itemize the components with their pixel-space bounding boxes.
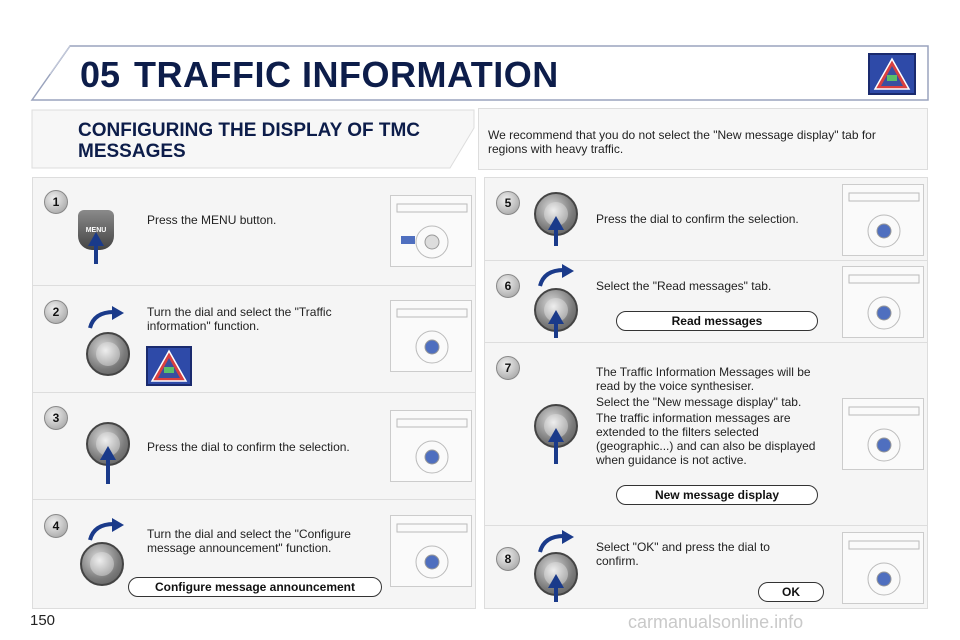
console-icon: [390, 300, 472, 372]
ok-button[interactable]: OK: [758, 582, 824, 602]
turn-arrow-icon: [88, 306, 124, 329]
step-number-6: 6: [496, 274, 520, 298]
step-text-3: Press the dial to confirm the selection.: [147, 440, 350, 454]
page-number: 150: [30, 612, 56, 629]
traffic-info-icon: [146, 346, 192, 386]
press-arrow-shaft: [106, 452, 110, 484]
console-icon: [390, 515, 472, 587]
console-dial-icon: [396, 418, 468, 474]
step-row-3: [32, 393, 476, 500]
chapter-number: 05: [80, 54, 121, 95]
press-arrow-icon: [548, 574, 564, 588]
console-icon: [842, 266, 924, 338]
press-arrow-icon: [548, 428, 564, 442]
step-number-4: 4: [44, 514, 68, 538]
console-dial-icon: [396, 308, 468, 364]
page-title: TRAFFIC INFORMATION: [134, 54, 559, 95]
section-title: CONFIGURING THE DISPLAY OF TMC MESSAGES: [78, 120, 421, 162]
turn-arrow-icon: [88, 518, 124, 541]
press-arrow-shaft: [554, 318, 558, 338]
console-icon: [390, 410, 472, 482]
step-text-6: Select the "Read messages" tab.: [596, 279, 772, 293]
press-arrow-shaft: [554, 222, 558, 246]
traffic-badge: [868, 53, 916, 95]
press-arrow-shaft: [554, 434, 558, 464]
console-icon: [390, 195, 472, 267]
press-arrow-shaft: [554, 580, 558, 602]
console-dial-icon: [396, 523, 468, 579]
step-number-7: 7: [496, 356, 520, 380]
section-frame: [31, 109, 475, 169]
step-row-2: [32, 286, 476, 393]
step-number-1: 1: [44, 190, 68, 214]
console-icon: [842, 398, 924, 470]
press-arrow-shaft: [94, 240, 98, 264]
step-number-3: 3: [44, 406, 68, 430]
step-text-5: Press the dial to confirm the selection.: [596, 212, 799, 226]
console-dial-icon: [848, 406, 920, 462]
traffic-warning-icon: [873, 57, 911, 90]
configure-message-announcement-tab[interactable]: Configure message announcement: [128, 577, 382, 597]
step-text-7b: Select the "New message display" tab.: [596, 395, 802, 409]
turn-arrow-icon: [538, 264, 574, 287]
console-dial-icon: [396, 203, 468, 259]
step-text-8: Select "OK" and press the dial to confir…: [596, 540, 770, 568]
step-row-7: [484, 343, 928, 526]
step-row-5: [484, 177, 928, 261]
press-arrow-icon: [100, 446, 116, 460]
press-arrow-icon: [88, 232, 104, 246]
press-arrow-icon: [548, 310, 564, 324]
console-dial-icon: [848, 540, 920, 596]
header-frame: [30, 45, 929, 101]
read-messages-tab[interactable]: Read messages: [616, 311, 818, 331]
step-text-2: Turn the dial and select the "Traffic in…: [147, 305, 332, 333]
watermark: carmanualsonline.info: [628, 612, 804, 632]
step-text-1: Press the MENU button.: [147, 213, 277, 227]
console-dial-icon: [848, 192, 920, 248]
step-number-8: 8: [496, 547, 520, 571]
turn-arrow-icon: [538, 530, 574, 553]
note-text: We recommend that you do not select the …: [488, 128, 876, 156]
rotary-dial[interactable]: [80, 542, 124, 586]
step-text-4: Turn the dial and select the "Configure …: [147, 527, 351, 555]
step-number-2: 2: [44, 300, 68, 324]
console-dial-icon: [848, 274, 920, 330]
step-row-1: [32, 177, 476, 286]
step-number-5: 5: [496, 191, 520, 215]
step-text-7a: The Traffic Information Messages will be…: [596, 365, 811, 393]
step-row-6: [484, 261, 928, 343]
rotary-dial[interactable]: [86, 332, 130, 376]
note-box: [478, 108, 928, 170]
new-message-display-tab[interactable]: New message display: [616, 485, 818, 505]
console-icon: [842, 532, 924, 604]
press-arrow-icon: [548, 216, 564, 230]
traffic-warning-icon: [150, 349, 188, 382]
step-text-7c: The traffic information messages are ext…: [596, 411, 816, 467]
console-icon: [842, 184, 924, 256]
